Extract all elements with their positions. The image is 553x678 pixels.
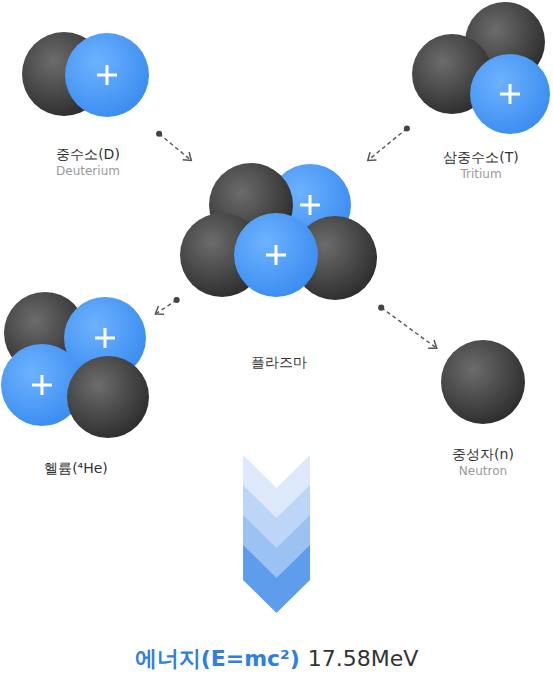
nucleus-spheres [0, 290, 152, 442]
dashed-arrow [155, 300, 176, 314]
nucleus-spheres [20, 30, 156, 120]
particle-node: 중성자(n)Neutron [440, 339, 526, 480]
energy-formula: 에너지(E=mc²) [135, 644, 300, 674]
nucleus-spheres [180, 163, 378, 303]
particle-node: 플라즈마 [180, 163, 378, 371]
particle-english-name: Tritium [460, 166, 501, 183]
chevron [243, 545, 310, 613]
particle-name: 중성자(n) [452, 445, 514, 463]
sphere [67, 356, 149, 438]
sphere [470, 54, 550, 134]
proton-sphere [470, 54, 550, 134]
proton-sphere [65, 33, 149, 117]
sphere [234, 213, 318, 297]
particle-node: 삼중수소(T)Tritium [410, 0, 552, 183]
particle-node: 헬륨(⁴He) [0, 290, 152, 477]
proton-sphere [234, 213, 318, 297]
particle-node: 중수소(D)Deuterium [20, 30, 156, 180]
energy-line: 에너지(E=mc²) 17.58MeV [0, 644, 553, 674]
particle-name: 플라즈마 [251, 353, 307, 371]
dashed-arrow [368, 129, 407, 161]
plus-sign [500, 84, 520, 104]
neutron-sphere [67, 356, 149, 438]
plus-sign [97, 65, 117, 85]
particle-name: 중수소(D) [56, 145, 120, 163]
dashed-arrow [159, 134, 191, 161]
neutron-sphere [441, 340, 525, 424]
plus-sign [266, 245, 286, 265]
energy-value: 17.58MeV [308, 646, 419, 671]
plus-sign [95, 328, 115, 348]
particle-name: 삼중수소(T) [443, 148, 518, 166]
sphere [441, 340, 525, 424]
sphere [65, 33, 149, 117]
plus-sign [300, 195, 320, 215]
plus-sign [32, 375, 52, 395]
dashed-arrow [381, 308, 437, 349]
particle-english-name: Neutron [459, 463, 507, 480]
particle-english-name: Deuterium [56, 163, 120, 180]
nucleus-spheres [410, 0, 552, 136]
particle-name: 헬륨(⁴He) [44, 459, 108, 477]
nucleus-spheres [440, 339, 526, 425]
